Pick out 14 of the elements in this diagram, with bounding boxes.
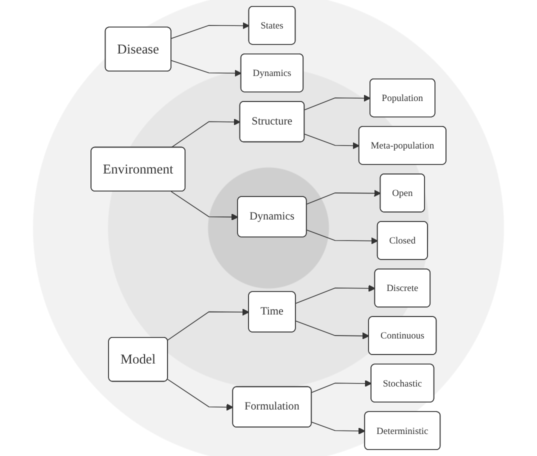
arrow xyxy=(170,60,242,77)
arrow xyxy=(167,378,234,411)
arrow xyxy=(306,190,381,205)
arrow xyxy=(304,94,371,110)
arrow xyxy=(167,308,250,341)
arrow xyxy=(295,320,370,340)
arrow xyxy=(311,380,372,393)
arrow xyxy=(306,230,378,244)
arrow xyxy=(295,284,376,304)
arrow xyxy=(170,118,240,148)
arrow xyxy=(304,134,360,150)
arrow xyxy=(170,22,250,39)
arrow xyxy=(170,191,238,220)
arrow xyxy=(311,422,366,434)
